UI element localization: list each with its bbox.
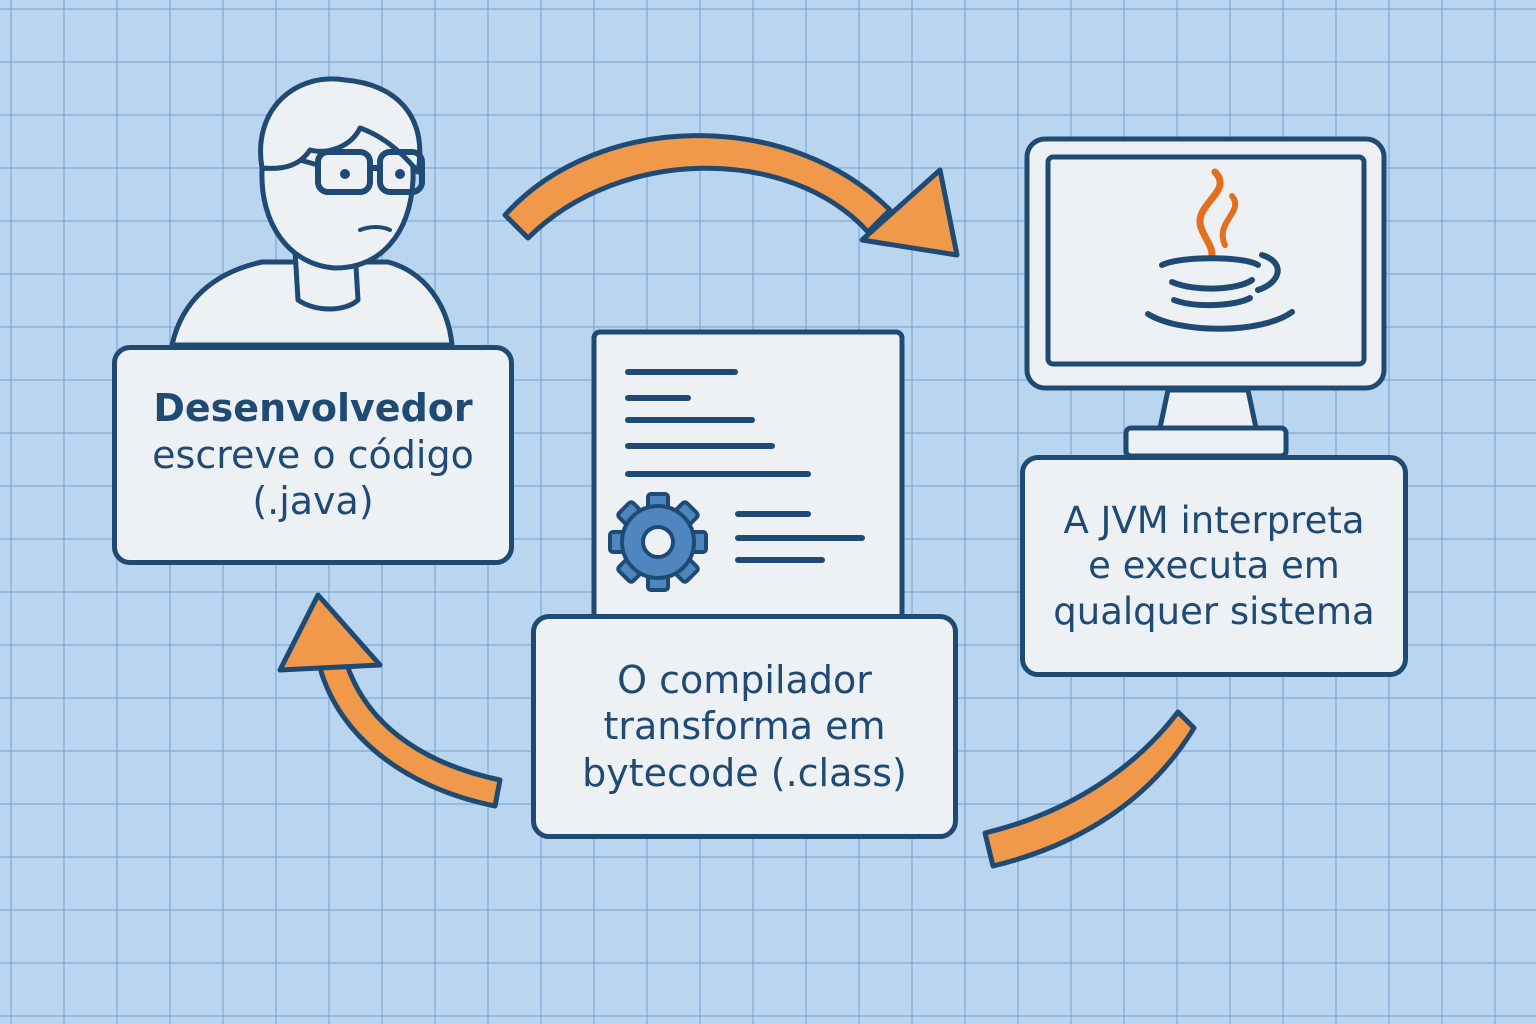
jvm-label: A JVM interpreta e executa em qualquer s… xyxy=(1020,455,1408,677)
developer-label-line-1: Desenvolvedor xyxy=(153,386,473,431)
developer-person-icon xyxy=(169,76,455,348)
developer-label: Desenvolvedor escreve o código (.java) xyxy=(112,345,514,565)
arrow-bottom-right xyxy=(982,709,1197,869)
gear-icon xyxy=(608,492,708,592)
compiler-label: O compilador transforma em bytecode (.cl… xyxy=(531,614,958,839)
java-monitor-icon xyxy=(1024,136,1387,459)
arrow-left xyxy=(277,592,503,809)
jvm-label-line-2: e executa em xyxy=(1088,544,1340,588)
developer-label-line-3: (.java) xyxy=(252,479,374,524)
jvm-label-line-1: A JVM interpreta xyxy=(1063,499,1365,543)
jvm-label-line-3: qualquer sistema xyxy=(1053,589,1375,633)
bytecode-document-icon xyxy=(591,329,905,625)
compiler-label-line-1: O compilador xyxy=(617,657,872,702)
compiler-label-line-2: transforma em xyxy=(603,704,886,749)
compiler-label-line-3: bytecode (.class) xyxy=(582,750,907,795)
arrow-top xyxy=(502,133,960,258)
developer-label-line-2: escreve o código xyxy=(152,432,474,477)
java-logo-icon xyxy=(1145,168,1295,332)
